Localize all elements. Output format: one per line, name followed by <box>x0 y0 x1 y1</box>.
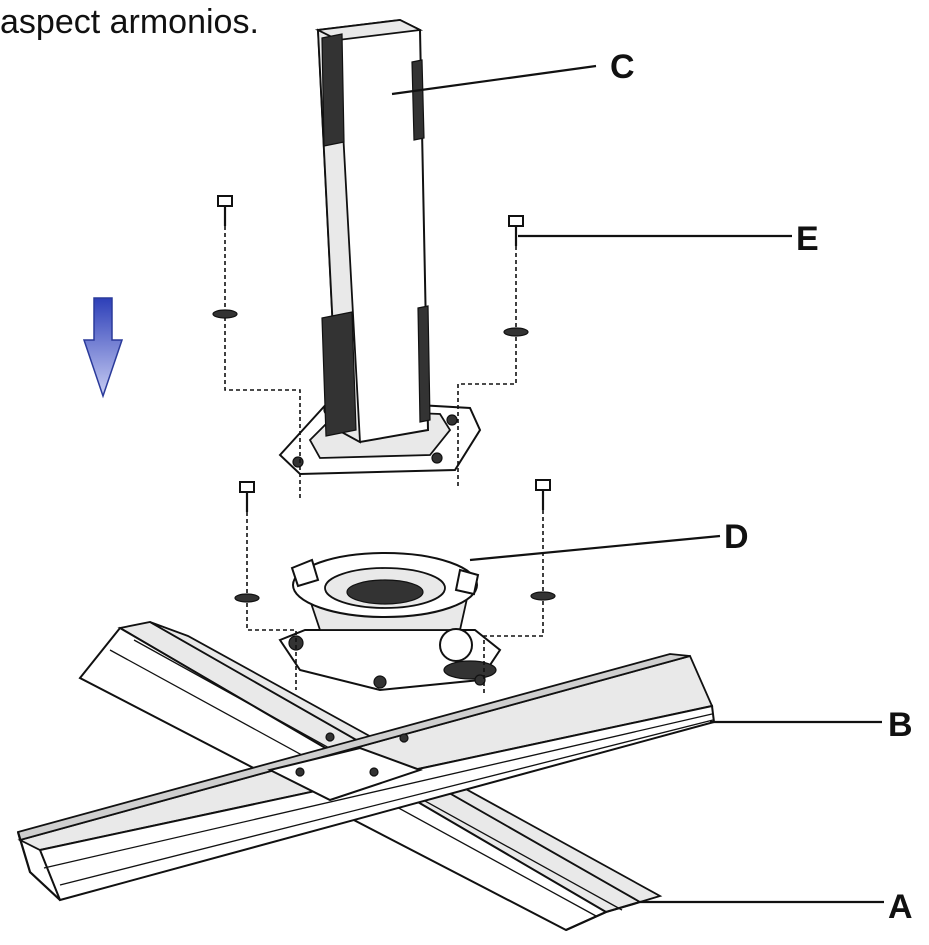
label-e: E <box>796 220 819 258</box>
leader-lines <box>391 64 884 904</box>
cross-base <box>16 621 716 932</box>
label-c: C <box>610 48 635 86</box>
caption-text: aspect armonios. <box>0 3 259 41</box>
bolts-and-washers <box>212 195 556 694</box>
down-arrow-icon <box>82 297 124 399</box>
label-d: D <box>724 518 749 556</box>
label-a: A <box>888 888 913 926</box>
label-b: B <box>888 706 913 744</box>
swivel-mount <box>278 552 502 692</box>
column-tube <box>278 18 482 476</box>
